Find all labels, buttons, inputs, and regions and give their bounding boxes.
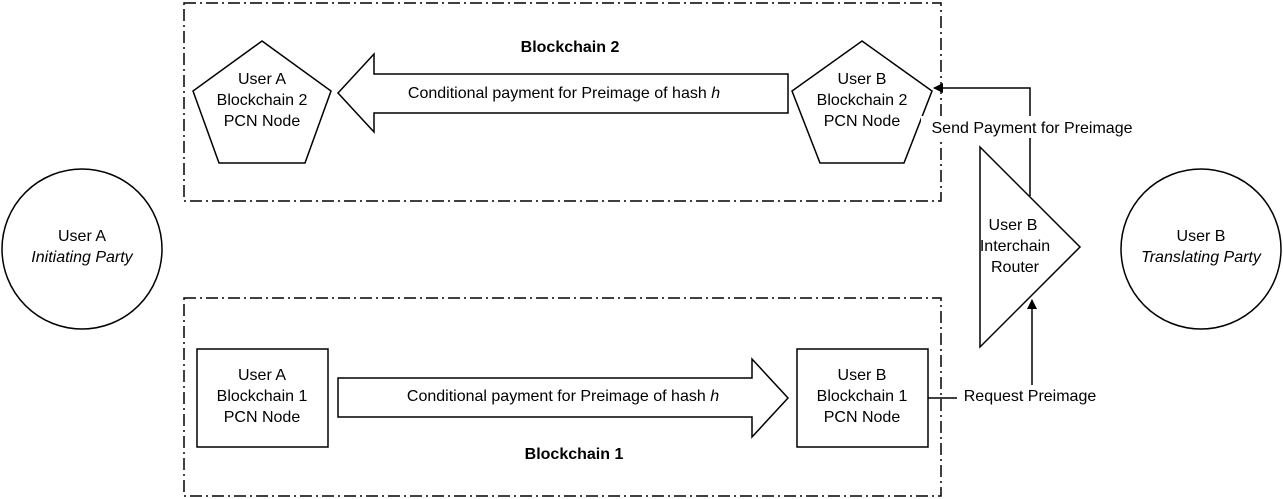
svg-text:PCN Node: PCN Node <box>824 113 901 130</box>
svg-text:User B: User B <box>989 217 1038 234</box>
blockchain2-container: Blockchain 2 <box>183 2 942 202</box>
blockchain2-user-b-node: User B Blockchain 2 PCN Node <box>791 40 933 164</box>
svg-text:Blockchain 1: Blockchain 1 <box>217 388 308 405</box>
svg-text:Blockchain 1: Blockchain 1 <box>817 388 908 405</box>
blockchain1-label: Blockchain 1 <box>525 446 624 463</box>
svg-text:PCN Node: PCN Node <box>224 113 301 130</box>
blockchain2-label: Blockchain 2 <box>521 39 620 56</box>
user-a-party-name: User A <box>58 228 106 245</box>
send-payment-label: Send Payment for Preimage <box>932 120 1133 137</box>
user-b-party-role: Translating Party <box>1141 249 1262 266</box>
blockchain1-user-b-node: User B Blockchain 1 PCN Node <box>796 348 929 448</box>
svg-text:User B: User B <box>838 71 887 88</box>
blockchain1-payment-arrow: Conditional payment for Preimage of hash… <box>337 357 790 439</box>
request-preimage-label: Request Preimage <box>964 388 1097 405</box>
blockchain2-payment-arrow: Conditional payment for Preimage of hash… <box>336 52 789 134</box>
user-a-initiating-party: User A Initiating Party <box>1 168 163 330</box>
blockchain1-payment-label: Conditional payment for Preimage of hash… <box>407 388 719 405</box>
svg-text:Blockchain 2: Blockchain 2 <box>217 92 308 109</box>
svg-text:PCN Node: PCN Node <box>824 409 901 426</box>
blockchain2-payment-label: Conditional payment for Preimage of hash… <box>408 85 720 102</box>
blockchain1-container: Blockchain 1 <box>183 297 942 497</box>
user-b-translating-party: User B Translating Party <box>1120 168 1282 330</box>
user-b-party-name: User B <box>1177 228 1226 245</box>
svg-text:User B: User B <box>838 367 887 384</box>
svg-text:Interchain: Interchain <box>980 238 1050 255</box>
svg-text:User A: User A <box>238 71 286 88</box>
svg-text:User A: User A <box>238 367 286 384</box>
svg-text:PCN Node: PCN Node <box>224 409 301 426</box>
blockchain1-user-a-node: User A Blockchain 1 PCN Node <box>196 348 329 448</box>
request-preimage-connector: Request Preimage <box>928 299 1105 407</box>
interchain-router: User B Interchain Router <box>979 145 1082 349</box>
svg-text:Blockchain 2: Blockchain 2 <box>817 92 908 109</box>
send-payment-connector: Send Payment for Preimage <box>921 83 1145 196</box>
blockchain2-user-a-node: User A Blockchain 2 PCN Node <box>192 40 332 164</box>
svg-text:Router: Router <box>991 259 1040 276</box>
user-a-party-role: Initiating Party <box>31 249 133 266</box>
